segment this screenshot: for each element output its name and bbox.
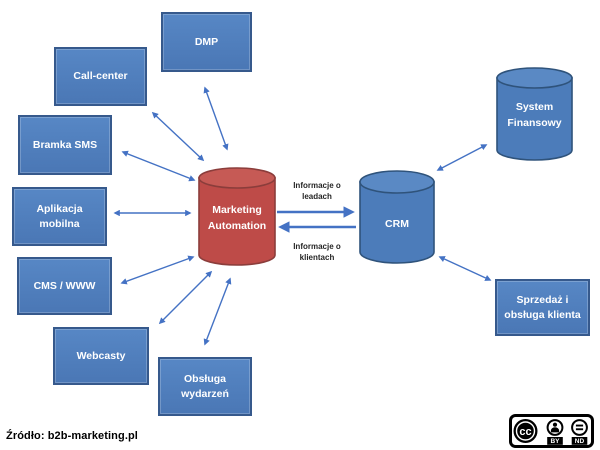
by-label: BY: [550, 438, 560, 445]
node-bramka-sms: Bramka SMS: [18, 115, 112, 175]
cc-license-badge: cc BY ND: [509, 414, 594, 448]
nd-label: ND: [575, 438, 585, 445]
edge-obsluga-ma: [203, 277, 232, 346]
cc-icon: cc: [513, 419, 538, 443]
attribution-icon: [546, 419, 564, 436]
node-obsluga-wydarzen: Obsługa wydarzeń: [158, 357, 252, 416]
flow-label-klienci: Informacje o klientach: [293, 242, 341, 262]
crm-label: CRM: [385, 218, 409, 230]
node-aplikacja-mobilna: Aplikacja mobilna: [12, 187, 107, 246]
no-derivatives-icon: [571, 419, 588, 436]
edge-cms-ma: [120, 255, 195, 285]
flow-label-leady: Informacje o leadach: [293, 181, 341, 201]
node-call-center: Call-center: [54, 47, 147, 106]
node-cms-www: CMS / WWW: [17, 257, 112, 315]
system-finansowy-cylinder: [496, 67, 573, 161]
svg-text:cc: cc: [519, 426, 531, 438]
node-webcasty: Webcasty: [53, 327, 149, 385]
node-sprzedaz-obsluga: Sprzedaż i obsługa klienta: [495, 279, 590, 336]
edge-callcenter-ma: [151, 111, 205, 162]
marketing-automation-label: Marketing Automation: [207, 204, 267, 232]
edge-dmp-ma: [203, 86, 229, 151]
source-note: Źródło: b2b-marketing.pl: [6, 430, 138, 442]
nd-label-bar: [571, 437, 588, 445]
marketing-automation-cylinder: [198, 167, 276, 266]
system-finansowy-label: System Finansowy: [507, 101, 562, 129]
by-label-bar: [547, 437, 563, 445]
edge-bramkasms-ma: [121, 150, 196, 182]
node-dmp: DMP: [161, 12, 252, 72]
edge-crm-sprzedaz: [438, 256, 492, 281]
edge-webcasty-ma: [158, 270, 213, 325]
crm-cylinder: [359, 170, 435, 264]
edge-crm-finansowy: [436, 144, 488, 171]
